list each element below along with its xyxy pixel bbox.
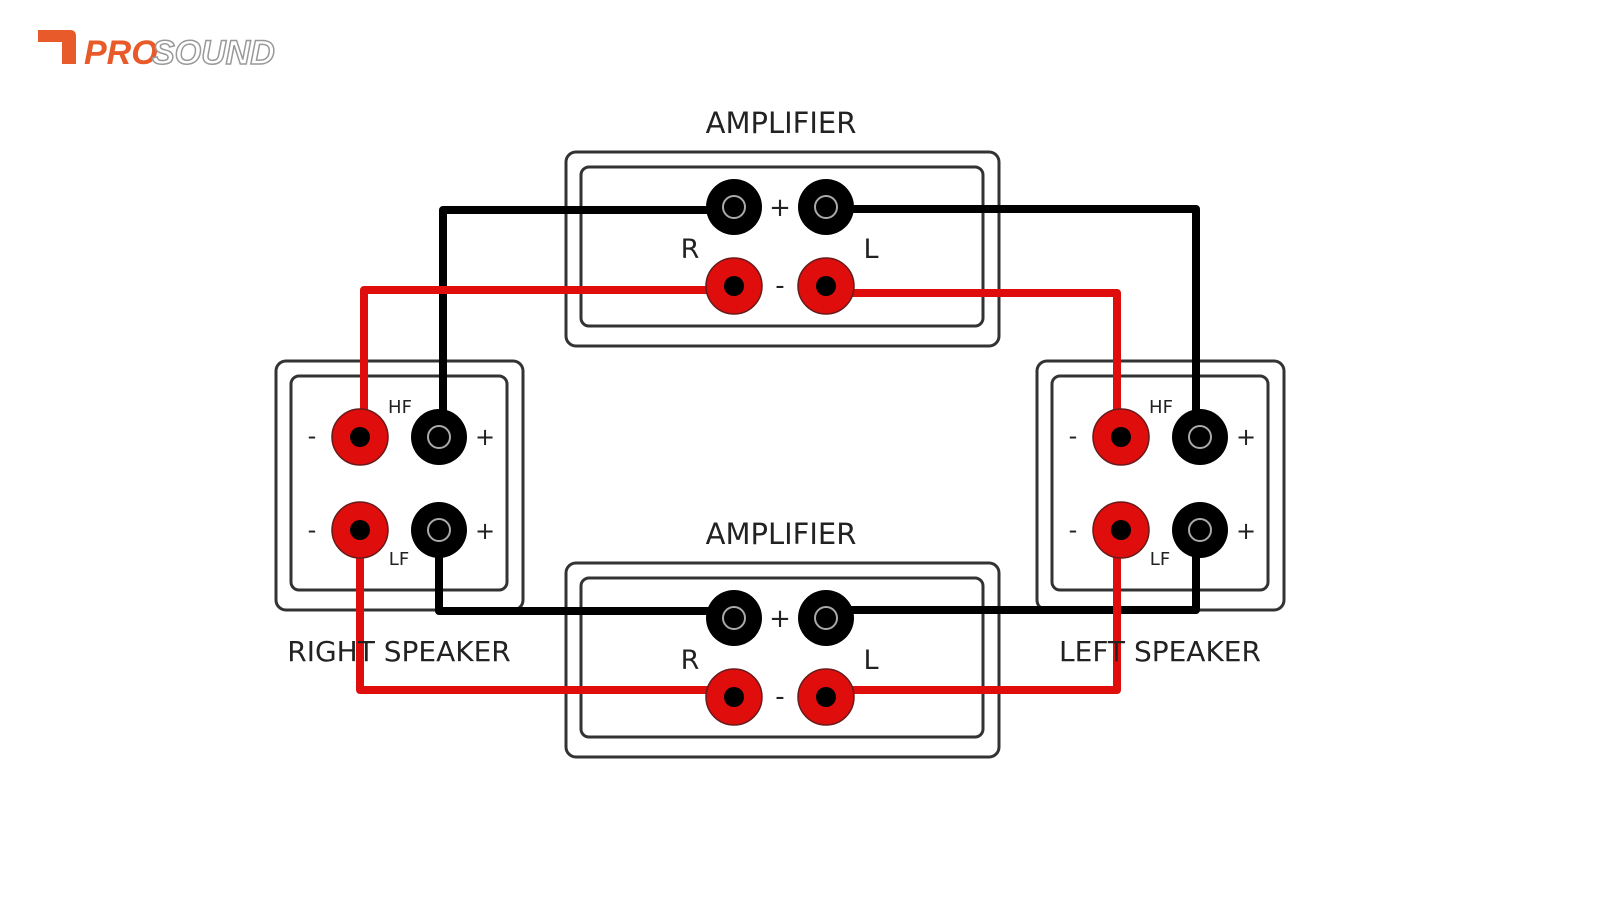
- top-amp-l-positive-terminal: [798, 179, 854, 235]
- right-speaker-hf-positive-terminal: [411, 409, 467, 465]
- left-speaker-lf-label: LF: [1150, 549, 1170, 570]
- top-amp-r-negative-terminal: [705, 257, 763, 315]
- red-wire-bottom-r-to-right-lf: [356, 530, 734, 694]
- prosound-logo: PRO SOUND: [38, 30, 276, 73]
- bottom-amp-l-negative-terminal: [797, 668, 855, 726]
- black-wire-top-l-to-left-hf: [826, 205, 1200, 437]
- top-amp-l-negative-terminal: [797, 257, 855, 315]
- top-amp-plus-label: +: [769, 193, 791, 223]
- bottom-amp-r-label: R: [681, 645, 700, 676]
- top-amplifier-outer-box: [564, 150, 1001, 348]
- right-speaker-lf-positive-terminal: [411, 502, 467, 558]
- top-amp-r-positive-terminal: [706, 179, 762, 235]
- black-wire-top-r-to-right-hf: [439, 206, 734, 437]
- left-speaker-hf-minus: -: [1069, 422, 1078, 450]
- top-amp-minus-label: -: [775, 271, 784, 301]
- bottom-amplifier-inner-box: [579, 576, 985, 739]
- bottom-amplifier-title: AMPLIFIER: [706, 517, 857, 551]
- top-amplifier-inner-box: [579, 165, 985, 328]
- right-speaker-outer-box: [274, 359, 525, 612]
- bottom-amp-minus-label: -: [775, 682, 784, 712]
- right-speaker-hf-plus: +: [475, 423, 495, 451]
- right-speaker-hf-label: HF: [388, 397, 412, 418]
- bottom-amp-l-positive-terminal: [798, 590, 854, 646]
- right-speaker-name: RIGHT SPEAKER: [287, 635, 510, 668]
- top-amp-l-label: L: [863, 234, 878, 265]
- bottom-amp-l-label: L: [863, 645, 878, 676]
- left-speaker-hf-positive-terminal: [1172, 409, 1228, 465]
- logo-text-sound: SOUND: [152, 34, 275, 72]
- top-amplifier-title: AMPLIFIER: [706, 106, 857, 140]
- left-speaker-hf-negative-terminal: [1092, 408, 1150, 466]
- top-amp-r-label: R: [681, 234, 700, 265]
- right-speaker-lf-plus: +: [475, 517, 495, 545]
- left-speaker-lf-negative-terminal: [1092, 501, 1150, 559]
- red-wire-top-r-to-right-hf: [360, 286, 734, 437]
- bottom-amp-r-negative-terminal: [705, 668, 763, 726]
- right-speaker-hf-minus: -: [308, 422, 317, 450]
- right-speaker-lf-negative-terminal: [331, 501, 389, 559]
- bottom-amplifier-outer-box: [564, 561, 1001, 759]
- right-speaker-hf-negative-terminal: [331, 408, 389, 466]
- left-speaker-lf-positive-terminal: [1172, 502, 1228, 558]
- left-speaker-name: LEFT SPEAKER: [1059, 635, 1261, 668]
- red-wire-bottom-l-to-left-lf: [826, 530, 1121, 694]
- left-speaker-lf-minus: -: [1069, 516, 1078, 544]
- right-speaker-lf-label: LF: [389, 549, 409, 570]
- right-speaker-inner-box: [289, 374, 509, 592]
- bottom-amp-r-positive-terminal: [706, 590, 762, 646]
- bottom-amp-plus-label: +: [769, 604, 791, 634]
- right-speaker-lf-minus: -: [308, 516, 317, 544]
- left-speaker-hf-plus: +: [1236, 423, 1256, 451]
- left-speaker-hf-label: HF: [1149, 397, 1173, 418]
- red-wire-top-l-to-left-hf: [826, 289, 1121, 437]
- left-speaker-lf-plus: +: [1236, 517, 1256, 545]
- left-speaker-inner-box: [1050, 374, 1270, 592]
- logo-text-pro: PRO: [84, 34, 158, 72]
